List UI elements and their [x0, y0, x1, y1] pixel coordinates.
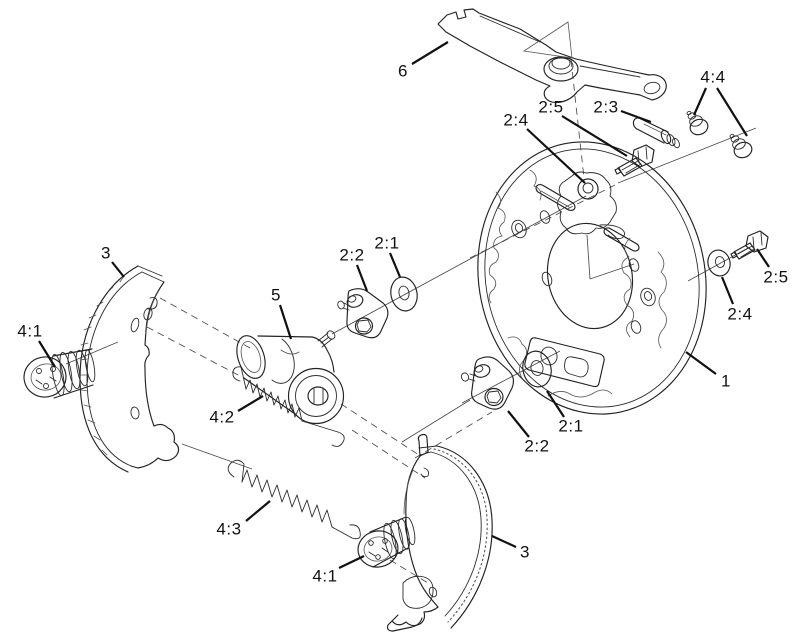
part-label-4-1: 4:1 [17, 321, 43, 341]
pivot-sleeve [632, 117, 680, 149]
leader-line [526, 128, 586, 184]
leader-line [245, 500, 271, 522]
part-label-2-3: 2:3 [593, 97, 619, 117]
leader-line [355, 264, 369, 292]
cam-lever-bottom [460, 356, 515, 410]
brake-shoe-right [386, 433, 493, 632]
leader-line [278, 304, 293, 340]
leader-line [38, 340, 56, 368]
adjuster-nuts [686, 110, 753, 159]
part-label-6: 6 [398, 61, 408, 81]
adjuster-bottom [357, 516, 416, 568]
leader-line [388, 252, 402, 278]
part-label-2-5: 2:5 [763, 267, 789, 287]
backing-plate [477, 141, 707, 415]
leader-line [491, 535, 517, 548]
part-label-2-4: 2:4 [727, 304, 753, 324]
leader-line [507, 410, 530, 438]
brake-shoe-left [79, 265, 180, 473]
leader-lines [38, 41, 770, 569]
leader-line [716, 87, 748, 137]
part-label-1: 1 [721, 371, 731, 391]
leader-line [237, 395, 264, 412]
parking-brake-lever [437, 8, 667, 104]
leader-line [685, 351, 717, 375]
leader-line [546, 390, 565, 418]
part-label-3: 3 [101, 243, 111, 263]
washer-mid [390, 276, 418, 312]
part-label-4-1: 4:1 [312, 566, 338, 586]
leader-line [692, 87, 708, 116]
guide-lines [65, 59, 757, 584]
leader-line [561, 115, 628, 157]
leader-line [620, 109, 652, 124]
part-label-2-4: 2:4 [503, 110, 529, 130]
part-label-2-1: 2:1 [558, 416, 584, 436]
adjuster-left [23, 348, 96, 399]
return-spring [227, 459, 361, 540]
part-label-3: 3 [520, 542, 530, 562]
part-label-2-1: 2:1 [374, 233, 400, 253]
leader-line [411, 41, 449, 65]
leader-line [756, 248, 770, 268]
cylinder-spring [232, 366, 345, 447]
part-label-4-2: 4:2 [209, 407, 235, 427]
wheel-cylinder [236, 330, 345, 425]
part-label-2-5: 2:5 [538, 97, 564, 117]
part-label-5: 5 [271, 285, 281, 305]
leader-line [720, 276, 735, 305]
part-label-4-4: 4:4 [700, 67, 726, 87]
leader-line [111, 261, 125, 278]
washer-bottom [522, 350, 552, 388]
cam-lever-mid [337, 288, 389, 339]
part-label-2-2: 2:2 [524, 436, 550, 456]
leader-line [338, 555, 365, 569]
part-label-4-3: 4:3 [216, 519, 242, 539]
mounting-bolt-right [707, 230, 769, 277]
part-label-2-2: 2:2 [339, 245, 365, 265]
pointer-triangle [522, 21, 573, 59]
